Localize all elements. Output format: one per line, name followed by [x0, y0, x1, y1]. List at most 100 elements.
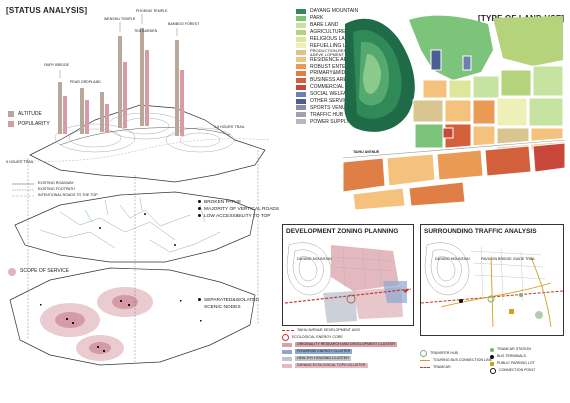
zoning-legend-mark	[282, 342, 292, 347]
legend-label: RESIDENCE AREA	[310, 56, 354, 63]
peak-label-phoenix-temple: PHOENIX TEMPLE	[136, 9, 168, 13]
legend-swatch	[296, 84, 306, 90]
zoning-legend-label: TAIHU AVENUE DEVELOPMENT AXIS	[297, 328, 360, 333]
land-use-legend-item: TRAFFIC HUB	[296, 111, 358, 118]
zoning-legend-label: ECOLOGICAL ENERGY CORE	[292, 335, 343, 340]
status-analysis-title: [STATUS ANALYSIS]	[6, 6, 88, 15]
popularity-legend: POPULARITY	[8, 120, 50, 128]
legend-swatch	[296, 77, 306, 83]
legend-swatch	[296, 8, 306, 14]
taihu-avenue-label: TAIHU AVENUE	[353, 150, 380, 154]
legend-label: BARE LAND	[310, 22, 339, 29]
land-use-legend-item: COMMERCIAL AREA	[296, 84, 358, 91]
land-use-legend-item: PARK	[296, 15, 358, 22]
legend-swatch	[296, 91, 306, 97]
zoning-panel: DEVELOPMENT ZONING PLANNING DAYANG MOUNT…	[282, 224, 414, 326]
legend-swatch	[296, 64, 306, 70]
legend-label: PARK	[310, 15, 324, 22]
scope-of-service-label: SCOPE OF SERVICE	[20, 268, 70, 274]
zoning-title: DEVELOPMENT ZONING PLANNING	[286, 228, 399, 235]
zoning-legend-label: HEALTHY HOUSING CLUSTER	[295, 356, 351, 361]
legend-swatch	[296, 105, 306, 111]
service-scope-zones	[40, 287, 153, 361]
land-use-legend-item: DAYANG MOUNTAIN	[296, 8, 358, 15]
legend-label: POWER SUPPLY LAND	[310, 118, 365, 125]
legend-swatch	[296, 29, 306, 35]
zoning-legend-item: HEALTHY HOUSING CLUSTER	[282, 355, 412, 362]
zoning-legend-mark	[282, 334, 289, 341]
legend-swatch	[296, 43, 306, 49]
peak-label-fairy-bridge: FAIRY BRIDGE	[44, 63, 70, 67]
land-use-legend-item: RESIDENCE AREA	[296, 56, 358, 63]
legend-label: BUSINESS AREA	[310, 77, 351, 84]
zoning-legend-mark	[282, 349, 292, 354]
zoning-legend-item: ECOLOGICAL ENERGY CORE	[282, 334, 412, 341]
roads-legend: EXISTING ROADWAY EXISTING FOOTPATH INTEN…	[38, 181, 98, 197]
zoning-map-label: DAYANG MOUNTAIN	[297, 257, 332, 261]
legend-swatch	[296, 57, 306, 63]
legend-label: PRIMARY&MIDDLE SCHOOL	[310, 70, 378, 77]
land-use-legend-item: PRODUCTION,RESEARCH &DEVE LOPMENT LAND	[296, 47, 361, 57]
legend-swatch	[296, 50, 306, 56]
land-use-legend-item: RELIGIOUS LAND	[296, 36, 358, 43]
legend-swatch	[296, 112, 306, 118]
legend-swatch	[296, 36, 306, 42]
land-use-legend-item: PRIMARY&MIDDLE SCHOOL	[296, 70, 377, 77]
land-use-map	[343, 15, 565, 210]
land-use-legend-item: ROBUST ENTERTAINMENT	[296, 63, 374, 70]
status-analysis-diagram	[8, 14, 271, 366]
zoning-legend-label: ORIGINALITY RESEARCH AND DEVELOPMENT CLU…	[295, 342, 397, 347]
zoning-legend-mark	[282, 356, 292, 361]
land-use-legend-item: AGRICULTURE&FORESTY	[296, 29, 372, 36]
trail-label-5h: 5 HOURS' TRAIL	[6, 160, 34, 164]
land-use-legend-item: OTHER SERVICE FACILITIES	[296, 98, 379, 105]
altitude-legend: ALTITUDE POPULARITY	[8, 110, 50, 128]
traffic-map-label-mountain: DAYANG MOUNTAIN	[435, 257, 470, 261]
traffic-title: SURROUNDING TRAFFIC ANALYSIS	[424, 228, 537, 235]
zoning-legend-item: POWERISE ENERGY CLUSTER	[282, 348, 412, 355]
zoning-legend: TAIHU AVENUE DEVELOPMENT AXIS ECOLOGICAL …	[282, 327, 412, 369]
zoning-legend-mark	[282, 363, 292, 368]
nodes-notes: SEPARATED&ISOLATED SCENIC NODES	[198, 298, 259, 312]
legend-label: TRAFFIC HUB	[310, 111, 344, 118]
legend-label: AGRICULTURE&FORESTY	[310, 29, 373, 36]
traffic-map	[421, 242, 563, 328]
legend-swatch	[296, 70, 306, 76]
land-use-legend-item: POWER SUPPLY LAND	[296, 118, 364, 125]
legend-label: DAYANG MOUNTAIN	[310, 8, 359, 15]
legend-label: REFUELLING LAND	[310, 42, 357, 49]
zoning-legend-item: TAIHU AVENUE DEVELOPMENT AXIS	[282, 327, 412, 334]
legend-swatch	[296, 22, 306, 28]
peak-label-tea-garden: TEA GARDEN	[134, 29, 158, 33]
land-use-legend-item: SOCIAL WELFARE LAND	[296, 91, 368, 98]
traffic-map-label-trail: PAVILION BRIDGE GUIDE TRAIL	[481, 257, 536, 261]
legend-label: SOCIAL WELFARE LAND	[310, 91, 369, 98]
legend-label: RELIGIOUS LAND	[310, 36, 352, 42]
land-use-legend-item: BARE LAND	[296, 22, 358, 29]
zoning-map	[284, 242, 412, 323]
peak-bars	[58, 28, 184, 136]
land-use-legend-item: BUSINESS AREA	[296, 77, 358, 84]
paths-notes: BROKEN PATHS MAJORITY OF VERTICAL ROADS …	[198, 200, 279, 221]
zoning-legend-item: DAYANG ECOLOGICAL TOPIC/CLUSTER	[282, 362, 412, 369]
trail-label-1-5h: 1.5 HOURS' TRAIL	[214, 125, 245, 129]
legend-label: COMMERCIAL AREA	[310, 84, 359, 91]
zoning-legend-mark	[282, 330, 294, 331]
traffic-panel: SURROUNDING TRAFFIC ANALYSIS DAYANG MOUN…	[420, 224, 564, 336]
traffic-legend-right: TRAMCAR STATION BUS TERMINALS PUBLIC PAR…	[490, 346, 535, 374]
legend-label: PRODUCTION,RESEARCH &DEVE LOPMENT LAND	[310, 47, 361, 57]
peak-label-bamboo-forest: BAMBOO FOREST	[168, 22, 200, 26]
zoning-legend-label: DAYANG ECOLOGICAL TOPIC/CLUSTER	[295, 363, 368, 368]
legend-label: ROBUST ENTERTAINMENT	[310, 63, 375, 70]
peak-label-wenshu-temple: WENSHU TEMPLE	[104, 17, 136, 21]
legend-swatch	[296, 15, 306, 21]
zoning-legend-item: ORIGINALITY RESEARCH AND DEVELOPMENT CLU…	[282, 341, 412, 348]
land-use-legend-item: SPORTS VENUE	[296, 104, 358, 111]
legend-label: SPORTS VENUE	[310, 104, 350, 111]
legend-label: OTHER SERVICE FACILITIES	[310, 98, 379, 105]
legend-swatch	[296, 98, 306, 104]
traffic-legend-left: TRANSFER HUB TOURING BUS CONNECTION LINE…	[420, 350, 492, 371]
peak-label-pear-ordpland: PEAR ORDPLAND	[70, 80, 101, 84]
zoning-legend-label: POWERISE ENERGY CLUSTER	[295, 349, 353, 354]
